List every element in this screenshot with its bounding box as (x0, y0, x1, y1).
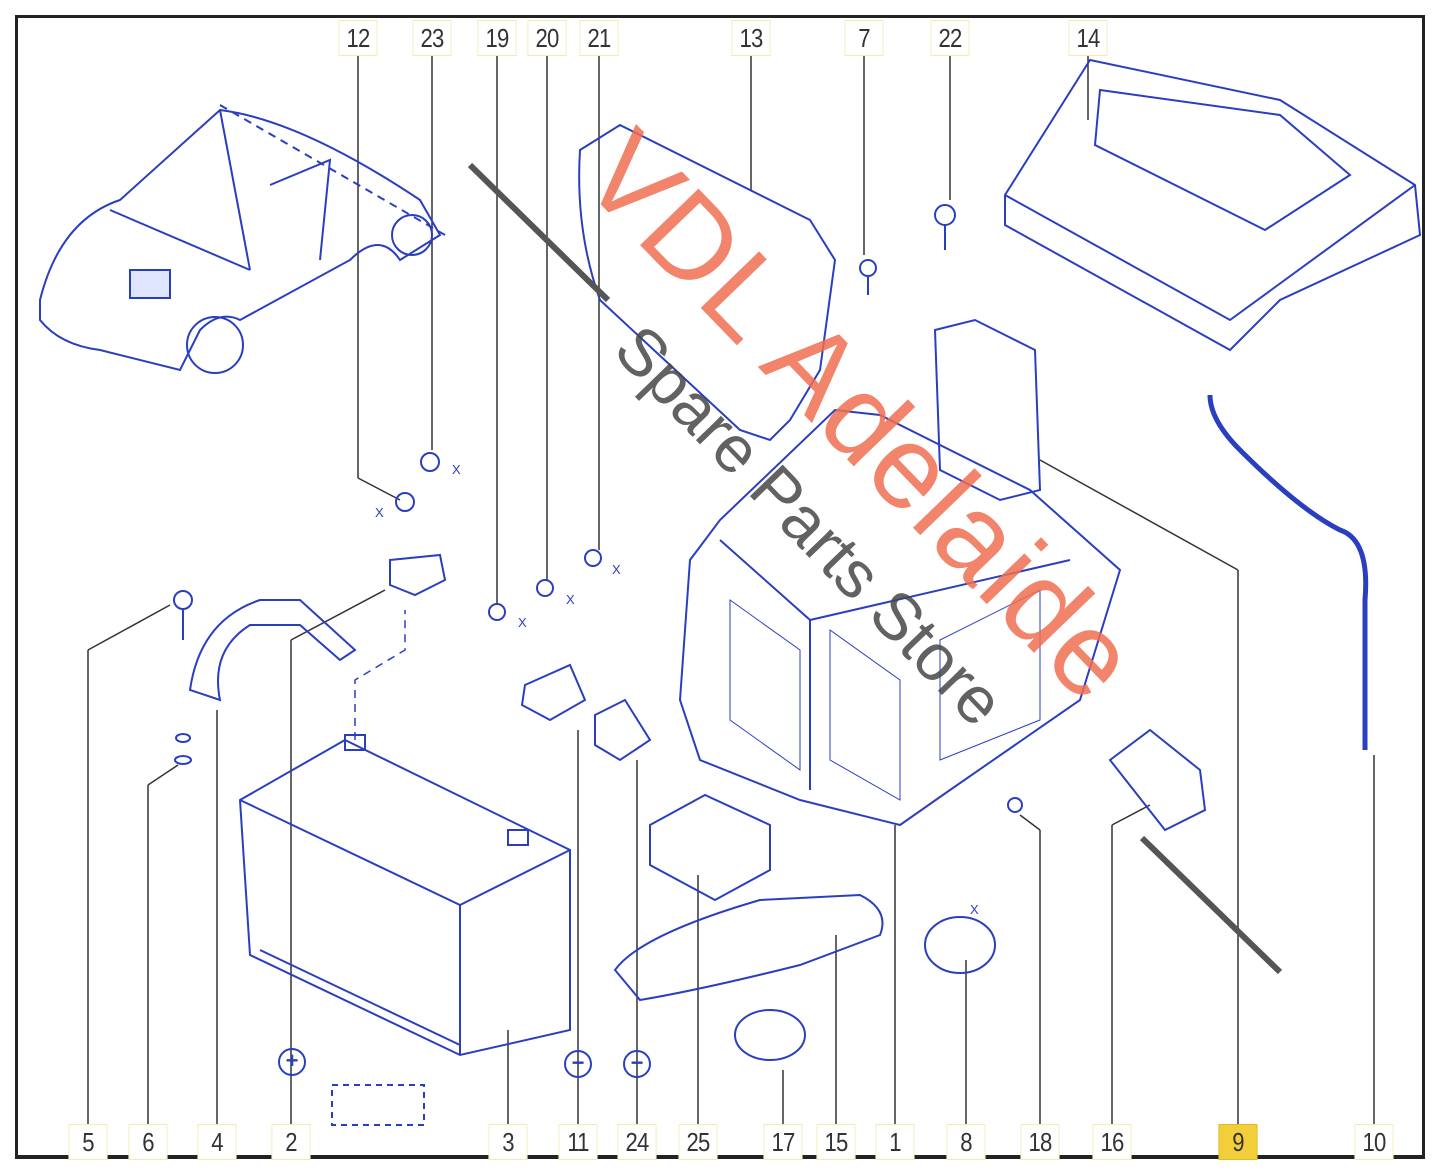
part-callout-4[interactable]: 4 (197, 1124, 237, 1160)
part-14-cover (1004, 58, 1422, 352)
part-11-terminal (520, 663, 587, 722)
car-illustration (39, 104, 446, 374)
part-callout-5[interactable]: 5 (68, 1124, 108, 1160)
negative-terminal-symbol: − (623, 1050, 651, 1078)
part-callout-14[interactable]: 14 (1068, 20, 1108, 56)
part-callout-13[interactable]: 13 (731, 20, 771, 56)
part-callout-8[interactable]: 8 (946, 1124, 986, 1160)
part-24-fuse (594, 698, 652, 762)
part-callout-18[interactable]: 18 (1020, 1124, 1060, 1160)
part-25-module (649, 793, 771, 902)
part-callout-10[interactable]: 10 (1354, 1124, 1394, 1160)
part-2-terminal (389, 553, 447, 597)
part-callout-11[interactable]: 11 (558, 1124, 598, 1160)
part-callout-19[interactable]: 19 (477, 20, 517, 56)
part-callout-22[interactable]: 22 (930, 20, 970, 56)
part-callout-20[interactable]: 20 (527, 20, 567, 56)
part-16-boot (1108, 728, 1207, 832)
dimension-mark: X (375, 505, 384, 520)
positive-terminal-symbol: + (278, 1048, 306, 1076)
part-callout-1[interactable]: 1 (875, 1124, 915, 1160)
part-callout-16[interactable]: 16 (1092, 1124, 1132, 1160)
fasteners (173, 204, 1023, 813)
watermark-lines (467, 162, 1283, 975)
part-callout-9[interactable]: 9 (1218, 1124, 1258, 1160)
part-13-duct (578, 123, 837, 442)
part-callout-3[interactable]: 3 (488, 1124, 528, 1160)
part-callout-7[interactable]: 7 (844, 20, 884, 56)
dimension-mark: X (566, 592, 575, 607)
negative-terminal-symbol: − (564, 1050, 592, 1078)
part-4-bracket (188, 599, 357, 702)
part-1-battery-tray (678, 408, 1122, 827)
part-callout-24[interactable]: 24 (617, 1124, 657, 1160)
part-callout-2[interactable]: 2 (271, 1124, 311, 1160)
part-callout-15[interactable]: 15 (816, 1124, 856, 1160)
part-callout-21[interactable]: 21 (579, 20, 619, 56)
part-3-battery (238, 610, 571, 1126)
part-15-duct (613, 893, 884, 1002)
part-10-cable (1207, 394, 1369, 750)
leader-lines (87, 56, 1375, 1125)
dimension-mark: X (518, 615, 527, 630)
dimension-mark: X (452, 462, 461, 477)
part-callout-12[interactable]: 12 (338, 20, 378, 56)
dimension-mark: X (970, 902, 979, 917)
part-callout-23[interactable]: 23 (412, 20, 452, 56)
diagram-frame (15, 15, 1425, 1159)
part-callout-6[interactable]: 6 (128, 1124, 168, 1160)
part-callout-25[interactable]: 25 (678, 1124, 718, 1160)
dimension-mark: X (612, 562, 621, 577)
part-9-fuse-box (933, 318, 1042, 502)
part-8-seal (924, 916, 996, 974)
part-17-seal (734, 1009, 806, 1061)
part-callout-17[interactable]: 17 (763, 1124, 803, 1160)
